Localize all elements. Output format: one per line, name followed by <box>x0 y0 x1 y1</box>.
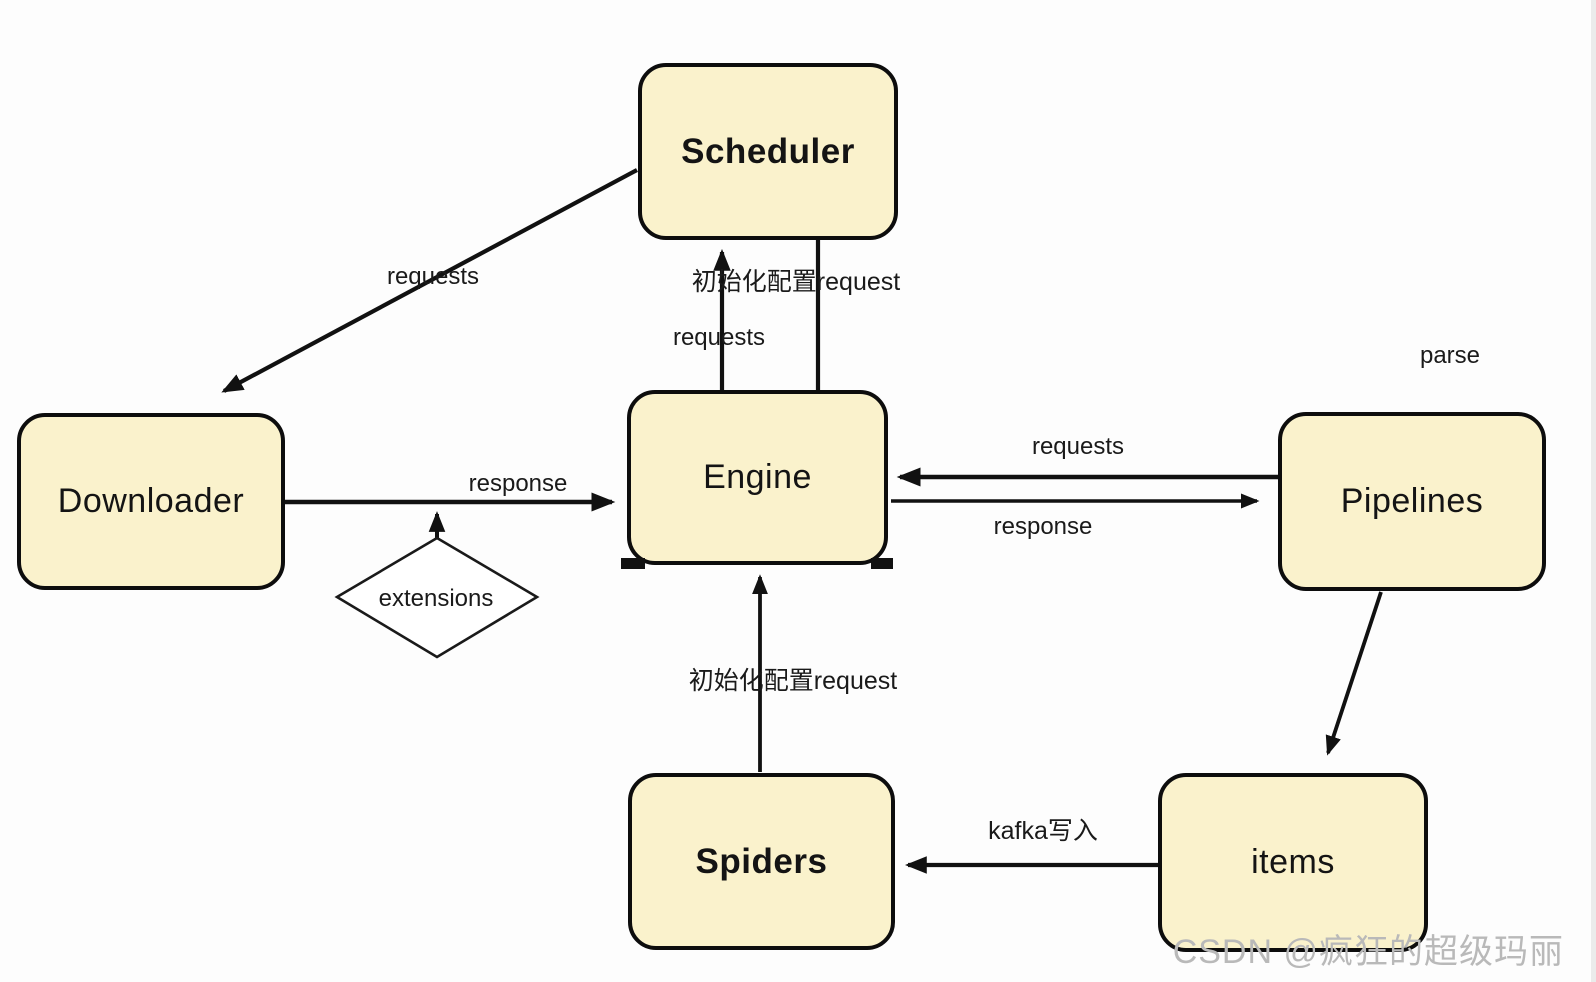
right-edge-line <box>1591 0 1596 982</box>
csdn-watermark: CSDN @疯狂的超级玛丽 <box>1172 933 1564 971</box>
node-items-label: items <box>1251 843 1335 881</box>
node-scheduler: Scheduler <box>638 63 898 240</box>
node-items: items <box>1158 773 1428 952</box>
edge-scheduler-to-downloader <box>221 168 638 393</box>
node-scheduler-label: Scheduler <box>681 131 855 171</box>
label-items-to-spiders: kafka写入 <box>988 817 1098 845</box>
node-engine-label: Engine <box>703 458 812 496</box>
label-pipelines-to-engine: requests <box>1031 433 1125 460</box>
edge-pipelines-to-items <box>1325 591 1383 756</box>
node-engine: Engine <box>627 390 888 565</box>
node-spiders-label: Spiders <box>695 841 828 881</box>
label-downloader-to-engine: response <box>468 470 568 497</box>
node-downloader-label: Downloader <box>57 482 245 520</box>
label-pipelines-parse: parse <box>1419 342 1481 369</box>
node-pipelines-label: Pipelines <box>1340 482 1484 520</box>
label-scheduler-to-downloader: requests <box>386 263 480 290</box>
node-pipelines: Pipelines <box>1278 412 1546 591</box>
label-scheduler-engine-init: 初始化配置request <box>691 268 901 296</box>
engine-corner-mark-left <box>621 558 645 569</box>
extensions-diamond-label: extensions <box>378 585 494 612</box>
label-spiders-to-engine-init: 初始化配置request <box>688 667 898 695</box>
node-spiders: Spiders <box>628 773 895 950</box>
label-engine-to-pipelines: response <box>993 513 1093 540</box>
label-engine-to-scheduler: requests <box>672 324 766 351</box>
node-downloader: Downloader <box>17 413 285 590</box>
extensions-diamond-shape <box>334 536 540 659</box>
engine-corner-mark-right <box>871 558 893 569</box>
